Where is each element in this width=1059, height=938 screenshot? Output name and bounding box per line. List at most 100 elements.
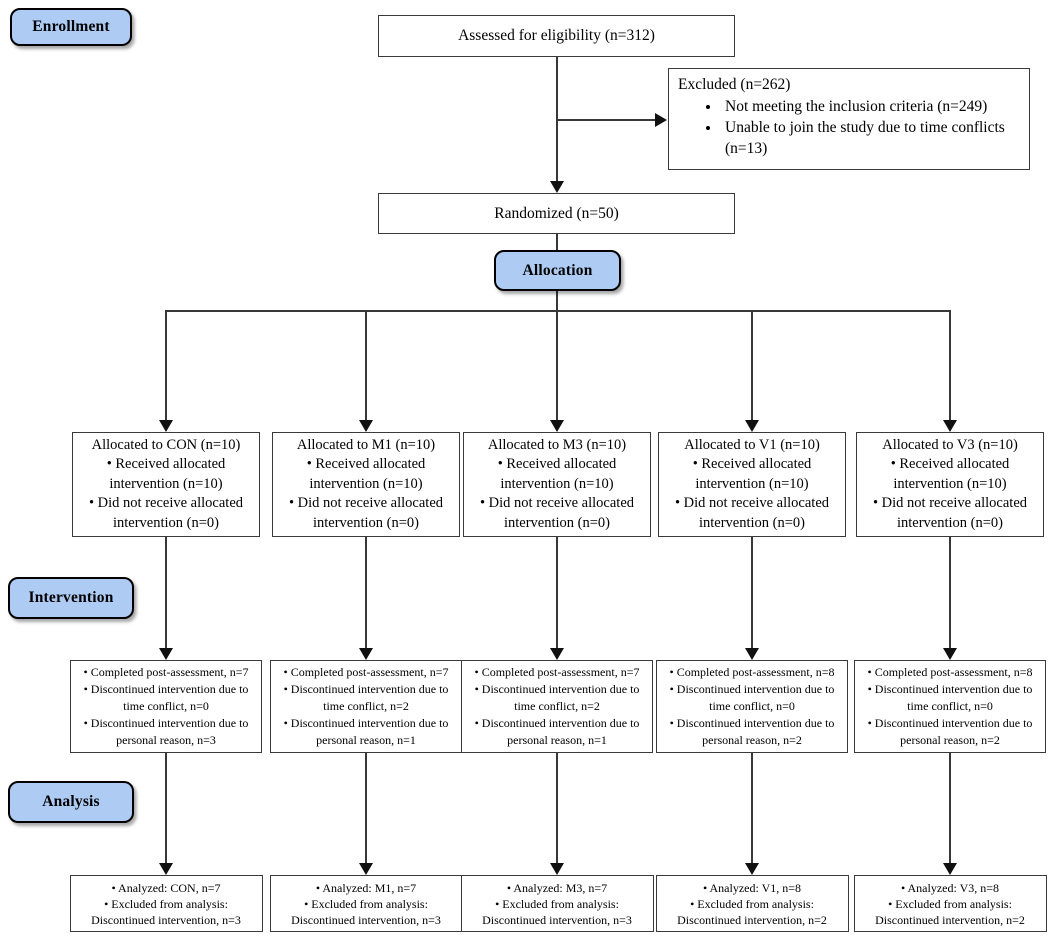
box-text-line: • Discontinued intervention due to [474,716,640,730]
box-text-line: • Received allocated [306,456,426,473]
allocated-box-m3: Allocated to M3 (n=10) • Received allocat… [463,432,651,537]
arrowhead-down-icon [359,863,373,875]
arrowhead-down-icon [745,863,759,875]
box-text-line: • Excluded from analysis: [304,896,428,911]
box-text-line: Allocated to M1 (n=10) [296,436,436,453]
box-text-line: • Received allocated [106,456,226,473]
analysis-box-con: • Analyzed: CON, n=7• Excluded from anal… [69,875,263,932]
box-text-line: time conflict, n=2 [514,699,600,713]
allocated-box-con: Allocated to CON (n=10)• Received alloca… [72,432,260,537]
box-text-line: intervention (n=10) [500,475,614,492]
box-text-line: • Excluded from analysis: [104,896,228,911]
box-text-line: • Analyzed: V3, n=8 [900,880,1000,895]
box-text-line: Discontinued intervention, n=2 [875,912,1025,927]
arrowhead-down-icon [943,648,957,660]
connector-line [751,753,753,863]
box-text-line: time conflict, n=0 [123,699,209,713]
box-text-line: time conflict, n=0 [907,699,993,713]
box-text-line: • Discontinued intervention due to [867,716,1033,730]
box-text-line: • Received allocated [692,456,812,473]
excluded-title: Excluded (n=262) [678,76,791,93]
box-text-line: personal reason, n=2 [900,733,1000,747]
allocated-box-v1: Allocated to V1 (n=10) • Received allocat… [658,432,846,537]
connector-line [949,310,951,420]
box-text-line: • Did not receive allocated [674,495,830,512]
box-text-line: intervention (n=10) [893,475,1007,492]
connector-line [365,753,367,863]
excluded-reasons-list: Not meeting the inclusion criteria (n=24… [669,96,1029,159]
box-text-line: Discontinued intervention, n=3 [91,912,241,927]
box-text-line: intervention (n=0) [896,514,1004,531]
box-text-line: intervention (n=0) [112,514,220,531]
arrowhead-down-icon [550,420,564,432]
excluded-reason: Unable to join the study due to time con… [721,117,1029,159]
connector-line [365,537,367,648]
box-text-line: • Completed post-assessment, n=7 [283,665,449,679]
box-text-line: • Discontinued intervention due to [669,716,835,730]
box-text-line: • Received allocated [890,456,1010,473]
box-text-line: personal reason, n=1 [507,733,607,747]
connector-line [165,753,167,863]
arrowhead-down-icon [550,863,564,875]
box-text-line: time conflict, n=2 [323,699,409,713]
connector-line [165,310,167,420]
stage-label-analysis: Analysis [8,781,134,823]
connector-line [556,310,558,420]
box-text-line: • Discontinued intervention due to [474,682,640,696]
box-text-line: • Completed post-assessment, n=8 [867,665,1033,679]
assessed-box: Assessed for eligibility (n=312) [378,15,735,57]
box-text-line: • Excluded from analysis: [495,896,619,911]
box-text-line: • Received allocated [497,456,617,473]
arrowhead-down-icon [159,863,173,875]
box-text-line: Discontinued intervention, n=2 [677,912,827,927]
arrowhead-down-icon [159,420,173,432]
box-text-line: personal reason, n=2 [702,733,802,747]
randomized-text: Randomized (n=50) [494,204,619,222]
assessed-text: Assessed for eligibility (n=312) [458,27,655,44]
box-text-line: • Completed post-assessment, n=7 [83,665,249,679]
intervention-box-m1: • Completed post-assessment, n=7• Discon… [270,660,462,753]
box-text-line: Allocated to M3 (n=10) [487,436,627,453]
box-text-line: • Analyzed: CON, n=7 [111,880,221,895]
box-text-line: • Analyzed: M1, n=7 [315,880,417,895]
box-text-line: • Did not receive allocated [288,495,444,512]
arrowhead-down-icon [550,181,564,193]
arrowhead-down-icon [745,420,759,432]
box-text-line: • Discontinued intervention due to [867,682,1033,696]
box-text-line: Allocated to V3 (n=10) [882,436,1018,453]
analysis-box-v1: • Analyzed: V1, n=8• Excluded from analy… [655,875,849,932]
connector-line [949,537,951,648]
box-text-line: • Analyzed: V1, n=8 [702,880,802,895]
arrowhead-down-icon [550,648,564,660]
connector-line [556,537,558,648]
box-text-line: • Analyzed: M3, n=7 [506,880,608,895]
box-text-line: • Excluded from analysis: [888,896,1012,911]
box-text-line: Allocated to V1 (n=10) [684,436,820,453]
excluded-box: Excluded (n=262) Not meeting the inclusi… [668,68,1030,170]
arrowhead-down-icon [359,648,373,660]
intervention-box-v3: • Completed post-assessment, n=8 • Discon… [854,660,1046,753]
box-text-line: intervention (n=0) [503,514,611,531]
box-text-line: • Completed post-assessment, n=7 [474,665,640,679]
connector-line [165,537,167,648]
branch-line-allocation [165,310,951,312]
box-text-line: intervention (n=10) [309,475,423,492]
box-text-line: • Discontinued intervention due to [669,682,835,696]
analysis-box-m3: • Analyzed: M3, n=7• Excluded from analy… [460,875,654,932]
connector-line [365,310,367,420]
arrowhead-down-icon [745,648,759,660]
box-text-line: • Excluded from analysis: [690,896,814,911]
intervention-box-con: • Completed post-assessment, n=7• Discon… [70,660,262,753]
excluded-reason: Not meeting the inclusion criteria (n=24… [721,96,1029,117]
arrowhead-down-icon [159,648,173,660]
randomized-box: Randomized (n=50) [378,193,735,234]
connector-to-excluded [557,119,655,121]
box-text-line: • Did not receive allocated [479,495,635,512]
arrowhead-down-icon [943,863,957,875]
box-text-line: intervention (n=10) [109,475,223,492]
analysis-box-v3: • Analyzed: V3, n=8• Excluded from analy… [853,875,1047,932]
box-text-line: • Did not receive allocated [872,495,1028,512]
box-text-line: • Completed post-assessment, n=8 [669,665,835,679]
box-text-line: • Did not receive allocated [88,495,244,512]
